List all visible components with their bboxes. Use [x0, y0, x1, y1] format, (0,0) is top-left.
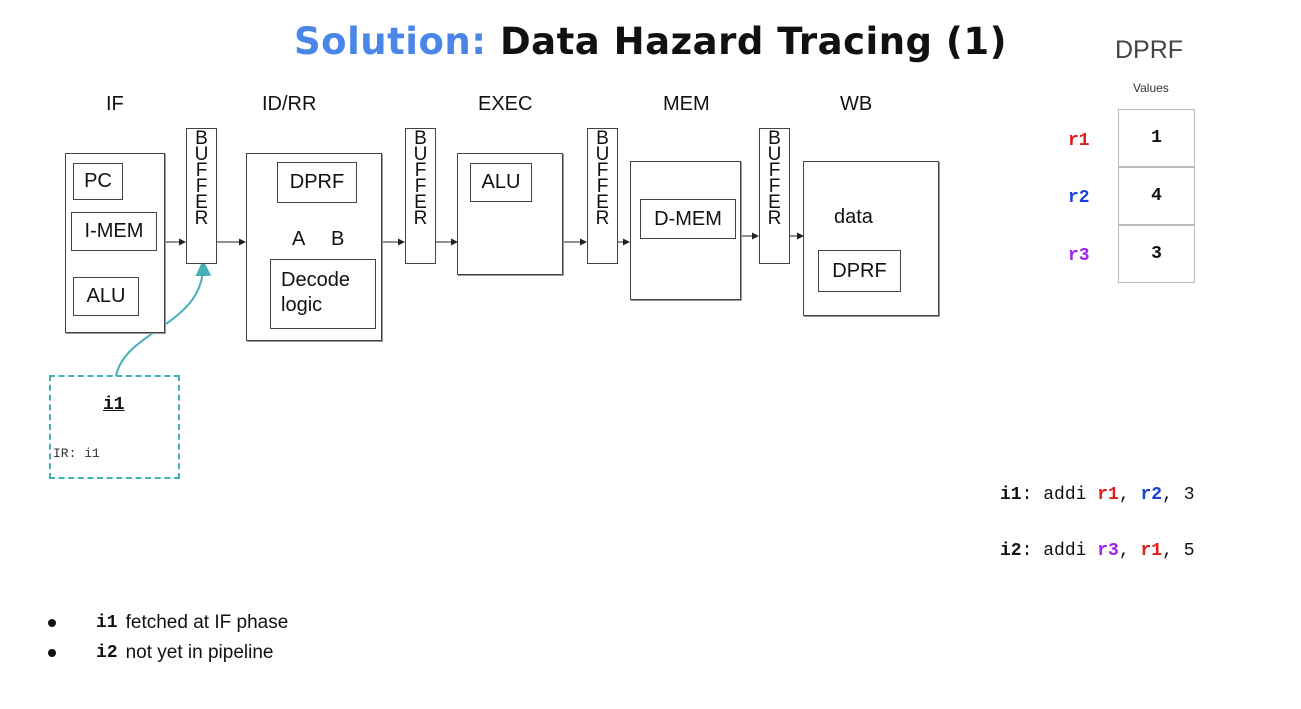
wb-stage-box: [803, 161, 939, 316]
instruction-card-name: i1: [103, 395, 125, 415]
bullet-text: fetched at IF phase: [125, 612, 289, 633]
bullet-bold: i1: [96, 613, 118, 633]
port-b-label: B: [331, 228, 345, 250]
decode-label-line2: logic: [281, 294, 323, 316]
bullet-dot: [48, 649, 56, 657]
dmem-box: D-MEM: [640, 199, 736, 239]
stage-label-if: IF: [106, 93, 124, 115]
stage-label-exec: EXEC: [478, 93, 533, 115]
port-a-label: A: [292, 228, 306, 250]
reg-r2-value: 4: [1118, 167, 1195, 225]
page-title: Solution: Data Hazard Tracing (1): [0, 20, 1301, 63]
bullet-text: not yet in pipeline: [125, 642, 274, 663]
wb-dprf-box: DPRF: [818, 250, 901, 292]
title-rest: Data Hazard Tracing (1): [499, 20, 1007, 63]
idrr-dprf-box: DPRF: [277, 162, 357, 203]
reg-r3-name: r3: [1068, 246, 1090, 266]
dprf-panel-title: DPRF: [1115, 36, 1184, 64]
instruction-i1: i1: addi r1, r2, 3: [1000, 485, 1195, 505]
reg-r1-value: 1: [1118, 109, 1195, 167]
reg-r3-value: 3: [1118, 225, 1195, 283]
stage-label-idrr: ID/RR: [262, 93, 317, 115]
instruction-i2: i2: addi r3, r1, 5: [1000, 541, 1195, 561]
notes-list: i1 fetched at IF phase i2 not yet in pip…: [48, 608, 288, 668]
decode-label-line1: Decode: [281, 269, 350, 291]
stage-label-wb: WB: [840, 93, 873, 115]
instruction-card-i1: i1 IR: i1: [49, 375, 180, 479]
decode-logic-box: Decode logic: [270, 259, 376, 329]
if-alu-box: ALU: [73, 277, 139, 316]
pc-box: PC: [73, 163, 123, 200]
list-item: i1 fetched at IF phase: [48, 608, 288, 638]
bullet-dot: [48, 619, 56, 627]
imem-box: I-MEM: [71, 212, 157, 251]
reg-r2-name: r2: [1068, 188, 1090, 208]
wb-data-label: data: [834, 206, 873, 228]
list-item: i2 not yet in pipeline: [48, 638, 288, 668]
instruction-card-ir: IR: i1: [53, 446, 100, 461]
title-accent: Solution:: [294, 20, 487, 63]
values-label: Values: [1133, 81, 1169, 95]
reg-r1-name: r1: [1068, 131, 1090, 151]
bullet-bold: i2: [96, 643, 118, 663]
exec-alu-box: ALU: [470, 163, 532, 202]
stage-label-mem: MEM: [663, 93, 710, 115]
